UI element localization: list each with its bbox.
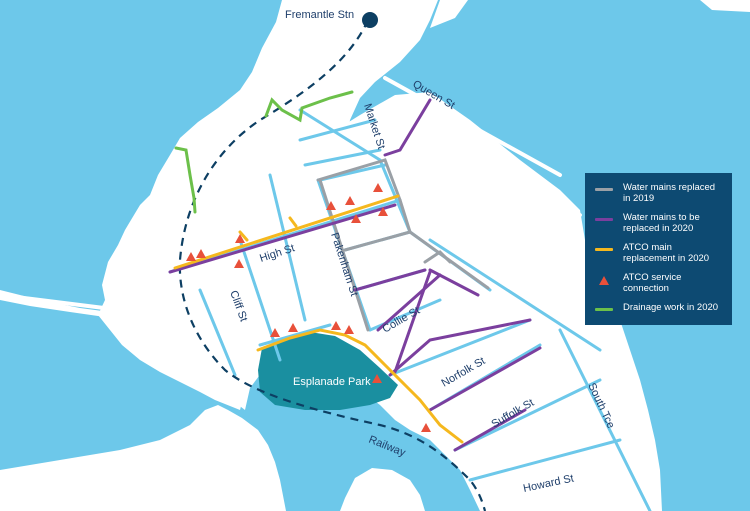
outer-roads <box>0 76 582 312</box>
land-urban-block <box>128 92 662 511</box>
legend-item-atco-connection: ATCO service connection <box>593 272 724 294</box>
atco-connection-marker <box>373 183 383 192</box>
atco-connection-markers <box>186 183 431 432</box>
triangle-icon <box>599 276 609 285</box>
atco-connection-marker <box>421 423 431 432</box>
atco-connection-marker <box>372 374 382 383</box>
legend-label: ATCO main replacement in 2020 <box>623 242 710 264</box>
land-right-tail <box>430 0 468 28</box>
legend-label: Water mains replaced in 2019 <box>623 182 716 204</box>
station-marker <box>362 12 378 28</box>
legend-line-icon <box>595 218 613 221</box>
atco-connection-marker <box>326 201 336 210</box>
atco-connection-marker <box>344 325 354 334</box>
legend-item-atco-main: ATCO main replacement in 2020 <box>593 242 724 264</box>
atco-connection-marker <box>288 323 298 332</box>
atco-connection-marker <box>196 249 206 258</box>
atco-connection-marker <box>345 196 355 205</box>
railway-line <box>178 19 487 511</box>
drainage-lines <box>174 90 354 214</box>
water-mains-2020-lines <box>168 98 542 452</box>
atco-connection-marker <box>270 328 280 337</box>
atco-connection-marker <box>378 207 388 216</box>
legend-label: Water mains to be replaced in 2020 <box>623 212 700 234</box>
atco-connection-marker <box>186 252 196 261</box>
station-label: Fremantle Stn <box>285 9 354 21</box>
land-bottom <box>0 405 286 511</box>
atco-connection-marker <box>234 259 244 268</box>
land-right-edge <box>700 0 750 12</box>
atco-main-lines <box>173 194 464 444</box>
atco-connection-marker <box>351 214 361 223</box>
legend-item-water-mains-2019: Water mains replaced in 2019 <box>593 182 724 204</box>
legend-label: ATCO service connection <box>623 272 682 294</box>
park-label: Esplanade Park <box>293 376 371 388</box>
legend-label: Drainage work in 2020 <box>623 302 719 313</box>
atco-connection-marker <box>235 234 245 243</box>
water-mains-2019-lines <box>316 158 490 332</box>
legend-line-icon <box>595 308 613 311</box>
map-legend: Water mains replaced in 2019 Water mains… <box>585 173 732 325</box>
legend-item-drainage: Drainage work in 2020 <box>593 302 724 313</box>
atco-connection-marker <box>331 321 341 330</box>
legend-line-icon <box>595 188 613 191</box>
legend-item-water-mains-2020: Water mains to be replaced in 2020 <box>593 212 724 234</box>
legend-line-icon <box>595 248 613 251</box>
esplanade-park <box>258 332 398 410</box>
land-bottom-right-pier <box>340 468 425 511</box>
